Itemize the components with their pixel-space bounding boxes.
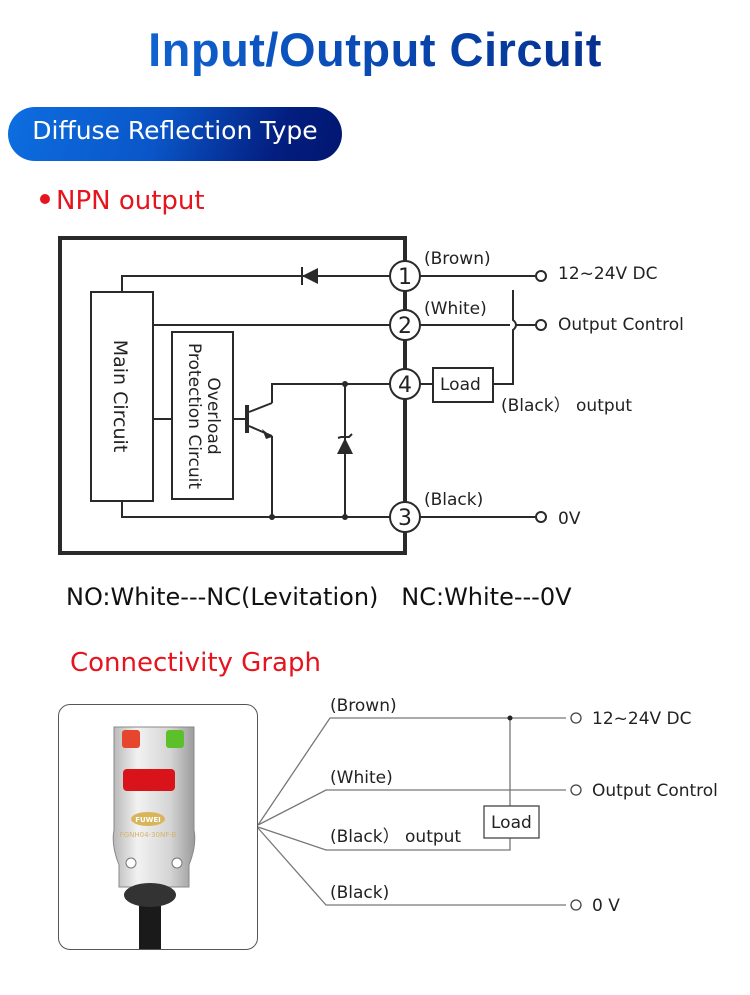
junction-dot	[269, 514, 275, 520]
black-output-label: (Black） output	[501, 396, 632, 416]
cg-dest-12-24v: 12~24V DC	[592, 709, 692, 729]
mode-note: NO:White---NC(Levitation) NC:White---0V	[66, 583, 572, 611]
terminal-2	[389, 309, 421, 341]
sensor-body	[112, 726, 196, 888]
overload-protection-block	[171, 331, 234, 500]
cg-label-white: (White)	[330, 768, 393, 788]
mounting-hole	[171, 857, 183, 869]
wire-terminal-3	[271, 436, 391, 518]
terminal-4	[389, 368, 421, 400]
transistor-arrow-icon	[262, 429, 272, 439]
zener-diode-icon	[337, 438, 353, 454]
wire-label-brown: (Brown)	[424, 249, 491, 269]
cg-dest-0v: 0 V	[592, 896, 620, 916]
terminal-2-label: 2	[398, 314, 412, 339]
end-node-icon	[535, 511, 547, 523]
overload-label-line2: Protection Circuit	[184, 343, 204, 489]
model-number: FGNH04-30NF-B	[120, 831, 177, 839]
wire-label-black: (Black)	[424, 490, 483, 510]
overload-label-line1: Overload	[203, 377, 223, 454]
load-box	[432, 367, 494, 403]
wire-main-ground	[121, 501, 272, 518]
dest-0v: 0V	[558, 509, 581, 529]
section-label-text: NPN output	[56, 186, 205, 216]
terminal-1-label: 1	[398, 265, 412, 290]
dest-output-control: Output Control	[558, 315, 684, 335]
wire-label-white: (White)	[424, 299, 487, 319]
terminal-1	[389, 260, 421, 292]
cg-wire-white	[257, 789, 566, 826]
end-node-icon	[570, 899, 582, 911]
emitter-window	[123, 769, 175, 791]
cg-dest-output-control: Output Control	[592, 781, 718, 801]
cg-label-black-output: (Black） output	[330, 827, 461, 847]
page-title: Input/Output Circuit	[0, 22, 750, 77]
terminal-4-label: 4	[398, 373, 412, 398]
brand-name: FUWEI	[135, 816, 161, 824]
main-circuit-label: Main Circuit	[109, 340, 131, 453]
section-label-npn: NPN output	[40, 186, 205, 216]
end-node-icon	[535, 319, 547, 331]
red-led-icon	[122, 730, 140, 748]
cg-wire-brown	[257, 717, 566, 826]
wire-terminal-1	[121, 275, 391, 292]
sensor-cable	[139, 905, 161, 949]
sensor-illustration: FUWEI FGNH04-30NF-B	[112, 726, 196, 949]
cg-load-box	[483, 805, 540, 839]
mounting-hole	[125, 857, 137, 869]
cg-label-brown: (Brown)	[330, 696, 397, 716]
terminal-3-label: 3	[398, 506, 412, 531]
wire-terminal-4	[271, 383, 391, 403]
junction-dot	[342, 514, 348, 520]
type-badge: Diffuse Reflection Type	[8, 107, 342, 161]
transistor-collector	[248, 402, 273, 413]
terminal-3	[389, 501, 421, 533]
ext-wire-load-return	[493, 290, 517, 385]
load-label: Load	[440, 375, 481, 395]
cg-load-label: Load	[491, 813, 532, 833]
end-node-icon	[535, 270, 547, 282]
junction-dot	[507, 715, 513, 721]
diode-icon	[302, 268, 318, 284]
product-photo: FUWEI FGNH04-30NF-B	[58, 704, 258, 950]
junction-dot	[342, 381, 348, 387]
type-badge-label: Diffuse Reflection Type	[32, 116, 318, 145]
connectivity-wires	[257, 712, 582, 911]
cg-wire-black-output	[257, 826, 511, 851]
dest-12-24v: 12~24V DC	[558, 264, 658, 284]
zener-bar	[337, 433, 353, 439]
cg-wire-black	[257, 827, 566, 906]
bullet-icon	[40, 193, 50, 204]
brand-logo	[131, 812, 165, 826]
end-node-icon	[570, 712, 582, 724]
green-led-icon	[166, 730, 184, 748]
end-node-icon	[570, 784, 582, 796]
cg-label-black: (Black)	[330, 883, 389, 903]
connectivity-title: Connectivity Graph	[70, 648, 321, 678]
